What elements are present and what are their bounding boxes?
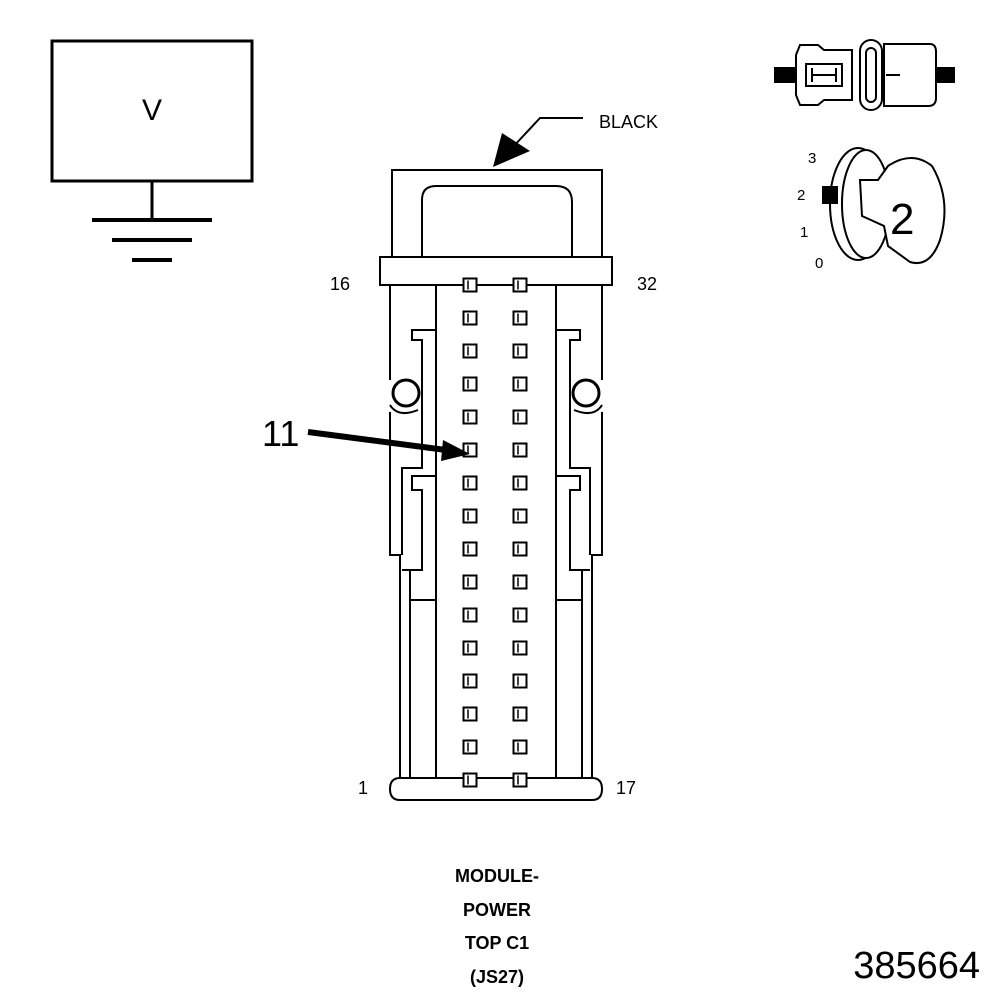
pin-cavity-10 [462,475,478,491]
pin-label-1: 1 [358,778,368,798]
caption-line-1: MODULE- [455,866,539,886]
callout-pin-number: 11 [262,413,299,454]
pin-cavity-14 [462,343,478,359]
caption-line-4: (JS27) [470,967,524,987]
pin-cavity-5 [462,640,478,656]
pin-cavities [462,277,528,788]
pin-callout-arrow: 11 [262,413,470,461]
pin-cavity-29 [512,376,528,392]
pin-cavity-12 [462,409,478,425]
color-callout: BLACK [493,112,658,167]
pin-cavity-20 [512,673,528,689]
pin-cavity-24 [512,541,528,557]
pin-cavity-25 [512,508,528,524]
pin-cavity-28 [512,409,528,425]
pin-cavity-21 [512,640,528,656]
connector-side-view-icon [774,39,955,111]
figure-id: 385664 [853,945,980,987]
ground-icon [92,218,212,262]
pin-cavity-1 [462,772,478,788]
connector-body [379,169,613,801]
key-number: 2 [890,195,914,244]
key-position-0: 0 [815,255,823,272]
pin-cavity-30 [512,343,528,359]
key-position-2: 2 [797,187,805,204]
pin-cavity-3 [462,706,478,722]
pin-cavity-6 [462,607,478,623]
connector-color-label: BLACK [599,112,658,132]
pin-cavity-27 [512,442,528,458]
caption-line-2: POWER [463,900,531,920]
pin-cavity-16 [462,277,478,293]
key-position-marker [822,186,838,204]
ignition-key-icon: 3 2 1 0 2 [797,147,946,272]
pin-cavity-9 [462,508,478,524]
pin-cavity-7 [462,574,478,590]
key-position-3: 3 [808,150,816,167]
pin-label-16: 16 [330,274,350,294]
pin-cavity-19 [512,706,528,722]
pin-cavity-31 [512,310,528,326]
caption: MODULE- POWER TOP C1 (JS27) [455,866,539,987]
pin-cavity-26 [512,475,528,491]
pin-cavity-22 [512,607,528,623]
pin-cavity-32 [512,277,528,293]
pin-label-17: 17 [616,778,636,798]
caption-line-3: TOP C1 [465,933,529,953]
pin-cavity-13 [462,376,478,392]
pin-cavity-17 [512,772,528,788]
pin-cavity-8 [462,541,478,557]
voltmeter-label: V [142,94,162,127]
pin-cavity-15 [462,310,478,326]
voltmeter-symbol: V [50,39,254,262]
pin-cavity-18 [512,739,528,755]
pin-cavity-2 [462,739,478,755]
pin-cavity-23 [512,574,528,590]
key-position-1: 1 [800,224,808,241]
pin-cavity-4 [462,673,478,689]
pin-label-32: 32 [637,274,657,294]
